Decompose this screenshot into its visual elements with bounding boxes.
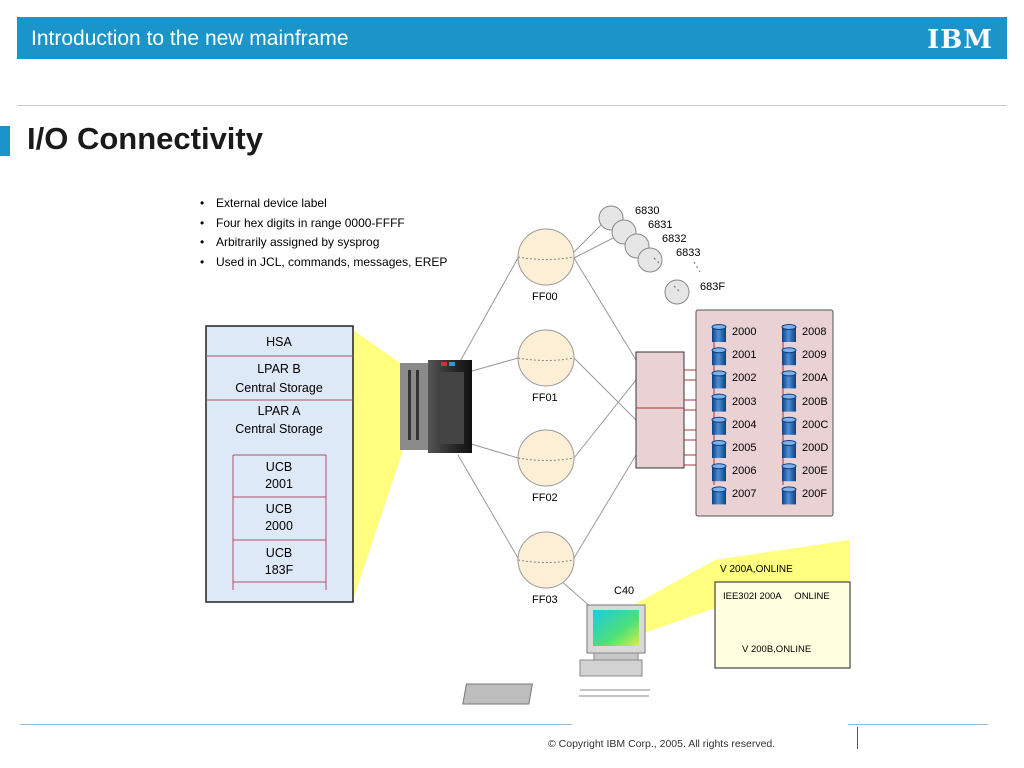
console-screen-box [714, 581, 851, 669]
disk-volume-label: 2007 [732, 488, 757, 501]
bullet-item: Four hex digits in range 0000-FFFF [200, 216, 447, 236]
memory-box [205, 325, 354, 603]
bullet-item: Used in JCL, commands, messages, EREP [200, 255, 447, 275]
title-accent-bar [0, 126, 10, 156]
disk-volume-icon [781, 393, 797, 412]
header-bar: Introduction to the new mainframe IBM [17, 17, 1007, 59]
lpar-b-label: LPAR B [257, 362, 301, 376]
disk-volume-label: 2005 [732, 442, 757, 454]
channel-label-ff00: FF00 [532, 291, 558, 303]
disk-volume-label: 200F [802, 488, 828, 501]
disk-volume-icon [711, 440, 727, 458]
disk-volume-label: 2003 [732, 395, 757, 408]
lpar-a-label: LPAR A [257, 404, 301, 418]
disk-volume-icon [781, 347, 797, 366]
disk-volume-label: 2008 [802, 326, 827, 338]
channel-ff03-icon [517, 531, 575, 589]
lpar-a-storage-label: Central Storage [235, 422, 323, 436]
ucb-chain [232, 454, 327, 590]
disk-volume-label: 2000 [732, 326, 757, 338]
ucb-number: 2001 [265, 477, 293, 491]
ucb-number: 2000 [265, 519, 293, 533]
tape-ellipsis [653, 257, 701, 293]
disk-volume-label: 2004 [732, 418, 757, 431]
tape-drives-icon [598, 205, 690, 305]
channel-label-ff02: FF02 [532, 492, 558, 504]
ucb-label: UCB [265, 546, 293, 560]
disk-volume-label: 2009 [802, 349, 827, 362]
hsa-label: HSA [266, 335, 292, 349]
disk-volume-icon [781, 324, 797, 342]
footer-divider-right [848, 724, 988, 725]
channel-label-ff03: FF03 [532, 594, 558, 606]
control-unit-icon [635, 351, 700, 469]
disk-volume-icon [711, 416, 727, 435]
memory-beam [353, 330, 403, 600]
ibm-logo: IBM [927, 25, 993, 55]
channel-label-ff01: FF01 [532, 392, 558, 404]
channel-ff01-icon [517, 329, 575, 387]
channel-ff02-icon [517, 429, 575, 487]
tape-label: 683F [700, 281, 726, 293]
bullet-item: External device label [200, 196, 447, 216]
disk-volume-label: 2002 [732, 372, 757, 385]
ucb-label: UCB [265, 502, 293, 516]
mainframe-icon [400, 360, 472, 453]
tape-label: 6833 [676, 247, 701, 259]
disk-volume-icon [711, 463, 727, 482]
bullet-item: Arbitrarily assigned by sysprog [200, 235, 447, 255]
disk-volume-icon [781, 440, 797, 458]
channel-ff00-icon [517, 228, 575, 286]
lpar-b-storage-label: Central Storage [235, 381, 323, 395]
console-command: V 200A,ONLINE [720, 564, 793, 575]
footer-divider [20, 724, 572, 725]
disk-volume-label: 2006 [732, 465, 757, 478]
ucb-label: UCB [265, 460, 293, 474]
disk-volume-icon [711, 324, 727, 342]
disk-volume-label: 200C [802, 418, 829, 431]
disk-volume-icon [781, 416, 797, 435]
disk-volume-icon [711, 347, 727, 366]
footer-separator [857, 727, 858, 749]
disk-volume-icon [711, 370, 727, 389]
disk-volume-label: 200E [802, 465, 828, 478]
disk-volume-label: 200D [802, 442, 829, 454]
console-computer-icon [462, 604, 650, 705]
disk-subsystem-box [695, 309, 834, 517]
ucb-number: 183F [264, 563, 294, 577]
bullet-list: External device label Four hex digits in… [200, 196, 447, 274]
disk-volume-label: 2001 [732, 349, 757, 362]
disk-volume-icon [781, 370, 797, 389]
tape-label: 6831 [648, 219, 673, 231]
tape-label: 6830 [635, 205, 660, 217]
console-message: IEE302I 200A ONLINE [723, 591, 830, 602]
page-title: I/O Connectivity [27, 121, 263, 156]
disk-volume-icon [781, 463, 797, 482]
disk-volume-icon [711, 486, 727, 505]
console-message-2: V 200B,ONLINE [742, 644, 812, 655]
console-address-label: C40 [614, 585, 635, 597]
disk-volume-icon [711, 393, 727, 412]
disk-volume-label: 200B [802, 395, 828, 408]
tape-label: 6832 [662, 233, 687, 245]
top-divider [17, 105, 1007, 106]
header-title: Introduction to the new mainframe [31, 27, 349, 50]
disk-volume-icon [781, 486, 797, 505]
copyright-text: © Copyright IBM Corp., 2005. All rights … [548, 738, 776, 750]
disk-volume-label: 200A [802, 372, 828, 385]
